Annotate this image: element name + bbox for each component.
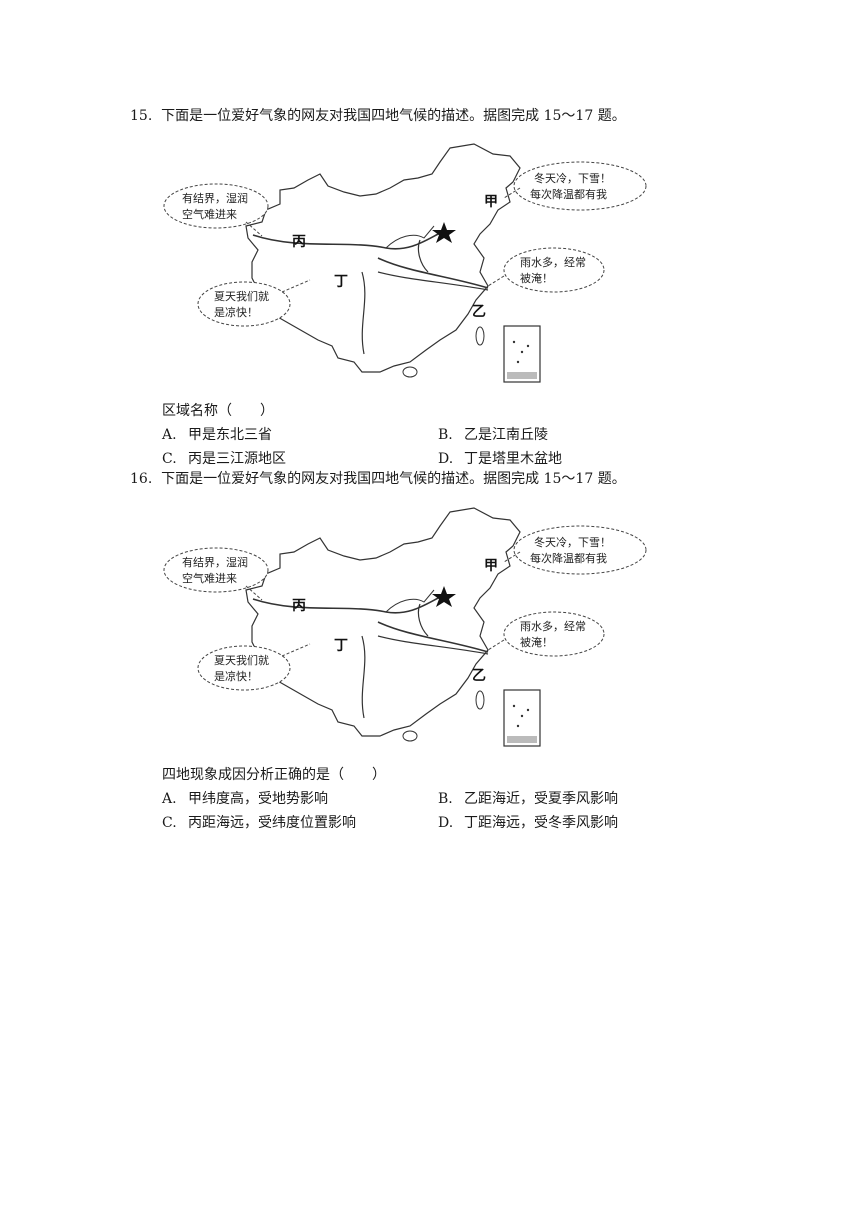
division-line-north xyxy=(252,231,443,250)
river-line xyxy=(385,225,435,249)
star-icon xyxy=(432,222,456,243)
bubble-yi-line1: 雨水多，经常 xyxy=(520,255,586,269)
bubble-jia-line2: 每次降温都有我 xyxy=(530,551,607,565)
option-c[interactable]: C.丙是三江源地区 xyxy=(162,451,286,467)
bubble-bing-line2: 空气难进来 xyxy=(182,571,237,585)
south-sea-inset xyxy=(503,689,541,747)
division-line-north xyxy=(252,595,443,614)
question-stem: 15. 下面是一位爱好气象的网友对我国四地气候的描述。据图完成 15～17 题。 xyxy=(130,107,626,125)
label-jia: 甲 xyxy=(484,194,498,210)
option-a[interactable]: A.甲纬度高，受地势影响 xyxy=(162,791,328,807)
bubble-bing-line1: 有结界，湿润 xyxy=(182,191,248,205)
option-b[interactable]: B.乙是江南丘陵 xyxy=(438,427,548,443)
bubble-jia-line1: 冬天冷，下雪！ xyxy=(534,171,611,185)
bubble-jia xyxy=(513,161,647,211)
bubble-ding-line1: 夏天我们就 xyxy=(214,289,269,303)
river-line xyxy=(385,589,435,613)
bubble-jia-line1: 冬天冷，下雪！ xyxy=(534,535,611,549)
bubble-jia xyxy=(513,525,647,575)
east-line xyxy=(417,239,429,273)
question-text: 下面是一位爱好气象的网友对我国四地气候的描述。据图完成 15～17 题。 xyxy=(161,471,626,487)
hainan-island xyxy=(402,730,418,742)
qinling-line xyxy=(377,635,489,655)
division-line-south xyxy=(361,635,366,719)
label-ding: 丁 xyxy=(334,274,348,290)
option-b[interactable]: B.乙距海近，受夏季风影响 xyxy=(438,791,618,807)
question-text: 下面是一位爱好气象的网友对我国四地气候的描述。据图完成 15～17 题。 xyxy=(161,108,626,124)
division-line-south xyxy=(361,271,366,355)
china-climate-map: 甲 丙 丁 乙 有结界，湿润 空气难进来 冬天冷，下雪！ 每次降温都有我 夏天我… xyxy=(158,504,658,756)
question-prompt: 区域名称（ ） xyxy=(162,403,274,419)
star-icon xyxy=(432,586,456,607)
qinling-line xyxy=(377,271,489,291)
question-prompt: 四地现象成因分析正确的是（ ） xyxy=(162,767,386,783)
option-d[interactable]: D.丁是塔里木盆地 xyxy=(438,451,562,467)
division-line-middle xyxy=(377,621,489,653)
bubble-ding xyxy=(197,281,291,327)
bubble-yi-line2: 被淹！ xyxy=(520,636,553,649)
label-ding: 丁 xyxy=(334,638,348,654)
bubble-bing xyxy=(163,547,269,593)
label-bing: 丙 xyxy=(292,598,306,614)
taiwan-island xyxy=(475,326,485,346)
label-yi: 乙 xyxy=(472,668,486,684)
south-sea-inset xyxy=(503,325,541,383)
label-yi: 乙 xyxy=(472,304,486,320)
option-c[interactable]: C.丙距海远，受纬度位置影响 xyxy=(162,815,356,831)
china-outline xyxy=(245,507,521,737)
question-number: 15. xyxy=(130,108,153,124)
east-line xyxy=(417,603,429,637)
bubble-yi xyxy=(503,247,605,293)
hainan-island xyxy=(402,366,418,378)
bubble-ding-line2: 是凉快！ xyxy=(214,669,258,683)
bubble-yi-line1: 雨水多，经常 xyxy=(520,619,586,633)
bubble-ding-line2: 是凉快！ xyxy=(214,305,258,319)
bubble-yi-line2: 被淹！ xyxy=(520,272,553,285)
bubble-ding xyxy=(197,645,291,691)
taiwan-island xyxy=(475,690,485,710)
bubble-bing-line2: 空气难进来 xyxy=(182,207,237,221)
division-line-middle xyxy=(377,257,489,289)
question-stem: 16. 下面是一位爱好气象的网友对我国四地气候的描述。据图完成 15～17 题。 xyxy=(130,470,626,488)
china-outline xyxy=(245,143,521,373)
question-number: 16. xyxy=(130,471,153,487)
china-climate-map: 甲 丙 丁 乙 有结界，湿润 空气难进来 冬天冷，下雪！ 每次降温都有我 夏天我… xyxy=(158,140,658,392)
option-a[interactable]: A.甲是东北三省 xyxy=(162,427,272,443)
bubble-bing xyxy=(163,183,269,229)
label-bing: 丙 xyxy=(292,234,306,250)
map-figure: 甲 丙 丁 乙 有结界，湿润 空气难进来 冬天冷，下雪！ 每次降温都有我 夏天我… xyxy=(163,143,647,383)
bubble-yi xyxy=(503,611,605,657)
option-d[interactable]: D.丁距海远，受冬季风影响 xyxy=(438,815,618,831)
bubble-bing-line1: 有结界，湿润 xyxy=(182,555,248,569)
map-figure: 甲 丙 丁 乙 有结界，湿润 空气难进来 冬天冷，下雪！ 每次降温都有我 夏天我… xyxy=(163,507,647,747)
bubble-jia-line2: 每次降温都有我 xyxy=(530,187,607,201)
label-jia: 甲 xyxy=(484,558,498,574)
bubble-ding-line1: 夏天我们就 xyxy=(214,653,269,667)
